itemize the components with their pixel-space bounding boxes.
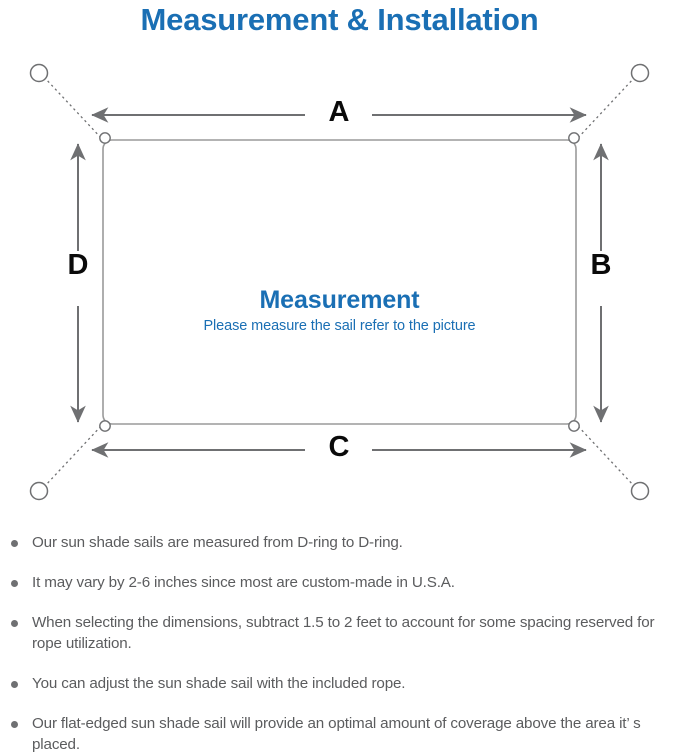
list-item: Our flat-edged sun shade sail will provi… (0, 713, 667, 755)
list-item-text: Our sun shade sails are measured from D-… (32, 534, 403, 551)
anchor-point-bottom-right (630, 481, 650, 501)
bullet-icon (11, 721, 18, 728)
bullet-icon (11, 620, 18, 627)
shade-sail-measurement-diagram: Measurement Please measure the sail refe… (0, 44, 679, 512)
bullet-icon (11, 540, 18, 547)
list-item-text: You can adjust the sun shade sail with t… (32, 675, 406, 692)
dimension-label-b: B (590, 249, 612, 281)
rope-line-bottom-left (43, 423, 104, 488)
list-item-text: It may vary by 2-6 inches since most are… (32, 574, 455, 591)
d-ring-top-left (99, 132, 111, 144)
notes-list: Our sun shade sails are measured from D-… (0, 521, 679, 755)
list-item-text: When selecting the dimensions, subtract … (32, 614, 655, 652)
list-item-text: Our flat-edged sun shade sail will provi… (32, 715, 641, 753)
bullet-icon (11, 580, 18, 587)
diagram-svg (29, 63, 650, 501)
sail-panel (102, 139, 577, 425)
bullet-icon (11, 681, 18, 688)
list-item: When selecting the dimensions, subtract … (0, 612, 667, 654)
d-ring-top-right (568, 132, 580, 144)
page-title: Measurement & Installation (140, 2, 539, 37)
anchor-point-top-left (29, 63, 49, 83)
dimension-label-a: A (328, 96, 350, 128)
list-item: It may vary by 2-6 inches since most are… (0, 572, 667, 593)
rope-line-bottom-right (575, 423, 636, 488)
dimension-label-d: D (67, 249, 89, 281)
list-item: You can adjust the sun shade sail with t… (0, 673, 667, 694)
d-ring-bottom-left (99, 420, 111, 432)
dimension-label-c: C (328, 431, 350, 463)
rope-line-top-right (575, 76, 636, 141)
d-ring-bottom-right (568, 420, 580, 432)
anchor-point-top-right (630, 63, 650, 83)
list-item: Our sun shade sails are measured from D-… (0, 532, 667, 553)
rope-line-top-left (43, 76, 104, 141)
anchor-point-bottom-left (29, 481, 49, 501)
